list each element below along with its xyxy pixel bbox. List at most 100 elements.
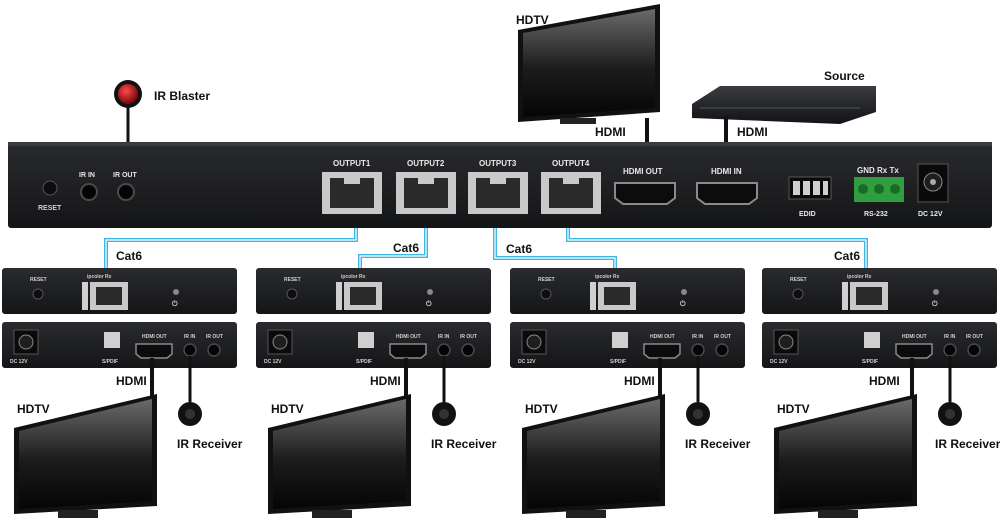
receiver-2-hdmi-label: HDMI [370,374,401,388]
ir-blaster [114,80,142,142]
receiver-4-ir-label: IR Receiver [935,437,1000,451]
receiver-4-hdmi-label: HDMI [869,374,900,388]
receiver-port-label: ipcolor Rx [341,274,366,280]
receiver-3-port-tag: CAT6 IN [591,295,596,310]
receiver-reset-button[interactable] [32,288,44,300]
receiver-1: RESET ipcolor Rx ⏻ DC 12V S/PDIF HDMI OU… [2,268,237,518]
hdmi-out-port[interactable] [614,182,676,205]
receiver-reset-button[interactable] [286,288,298,300]
power-icon: ⏻ [172,300,178,308]
receiver-2-hdtv-label: HDTV [271,402,304,416]
receiver-1-hdmi-label: HDMI [116,374,147,388]
receiver-ir-out-label: IR OUT [206,334,223,340]
cat6-cable-1 [104,228,358,276]
receiver-dc-jack[interactable] [526,334,542,350]
receiver-spdif-label: S/PDIF [862,359,878,365]
reset-button[interactable] [42,180,58,196]
receiver-led [681,289,687,295]
receiver-port-label: ipcolor Rx [847,274,872,280]
power-icon: ⏻ [426,300,432,308]
output4-port[interactable] [541,172,601,214]
receiver-port-label: ipcolor Rx [87,274,112,280]
receiver-4: RESET ipcolor Rx ⏻ DC 12V S/PDIF HDMI OU… [762,268,997,518]
receiver-ir-in-jack[interactable] [183,343,197,357]
receiver-2: RESET ipcolor Rx ⏻ DC 12V S/PDIF HDMI OU… [256,268,491,518]
output1-port[interactable] [322,172,382,214]
receiver-dc-jack[interactable] [18,334,34,350]
output3-port[interactable] [468,172,528,214]
power-icon: ⏻ [932,300,938,308]
receiver-spdif-label: S/PDIF [356,359,372,365]
receiver-4-hdtv-label: HDTV [777,402,810,416]
source-label: Source [824,69,865,83]
main-rs232-label: RS-232 [864,211,888,218]
receiver-ir-in-jack[interactable] [437,343,451,357]
receiver-ir-out-label: IR OUT [966,334,983,340]
hdtv-receiver-2 [268,394,411,518]
receiver-dc-label: DC 12V [264,359,282,365]
receiver-ir-in-label: IR IN [944,334,956,340]
ir-blaster-label: IR Blaster [154,89,210,103]
receiver-ir-out-jack[interactable] [715,343,729,357]
receiver-3-hdtv-label: HDTV [525,402,558,416]
ir-in-jack[interactable] [80,183,98,201]
receiver-hdmi-out-label: HDMI OUT [142,334,167,340]
receiver-ir-out-label: IR OUT [460,334,477,340]
hdtv-receiver-1 [14,394,157,518]
receiver-hdmi-out-label: HDMI OUT [396,334,421,340]
receiver-spdif-port[interactable] [612,332,628,348]
receiver-2-ir-label: IR Receiver [431,437,497,451]
output2-label: OUTPUT2 [407,159,445,168]
receiver-hdmi-out-label: HDMI OUT [650,334,675,340]
receiver-hdmi-out-port[interactable] [895,343,933,359]
receiver-ir-in-jack[interactable] [943,343,957,357]
receiver-4-port-tag: CAT6 IN [843,295,848,310]
receiver-reset-button[interactable] [792,288,804,300]
hdtv-top-label: HDTV [516,13,549,27]
receiver-led [427,289,433,295]
cat6-cable-2 [358,228,428,276]
hdmi-in-port[interactable] [696,182,758,205]
receiver-dc-jack[interactable] [272,334,288,350]
receiver-reset-label: RESET [538,277,555,283]
receiver-3-hdmi-label: HDMI [624,374,655,388]
rs232-terminal[interactable] [854,177,904,202]
receiver-1-port-tag: CAT6 IN [83,295,88,310]
main-hdmi-in-label: HDMI IN [711,167,742,176]
receiver-ir-in-jack[interactable] [691,343,705,357]
receiver-ir-out-jack[interactable] [967,343,981,357]
receiver-spdif-label: S/PDIF [102,359,118,365]
output2-port[interactable] [396,172,456,214]
edid-switch[interactable] [788,176,832,200]
receiver-ir-out-jack[interactable] [207,343,221,357]
receiver-dc-jack[interactable] [778,334,794,350]
receiver-spdif-label: S/PDIF [610,359,626,365]
power-icon: ⏻ [680,300,686,308]
main-dc-label: DC 12V [918,211,943,218]
rs232-pin-labels: GND Rx Tx [857,166,899,175]
receiver-1-hdtv-label: HDTV [17,402,50,416]
hdmi-out-cable-label: HDMI [595,125,626,139]
receiver-dc-label: DC 12V [518,359,536,365]
ir-blaster-led-icon [118,84,138,104]
receiver-hdmi-out-port[interactable] [643,343,681,359]
receiver-port-label: ipcolor Rx [595,274,620,280]
receiver-spdif-port[interactable] [358,332,374,348]
receiver-spdif-port[interactable] [864,332,880,348]
output3-label: OUTPUT3 [479,159,517,168]
receiver-ir-out-jack[interactable] [461,343,475,357]
cat6-label-2: Cat6 [393,241,419,255]
receiver-hdmi-out-port[interactable] [135,343,173,359]
cat6-label-1: Cat6 [116,249,142,263]
receiver-3-ir-label: IR Receiver [685,437,751,451]
cat6-cable-4 [566,228,868,276]
receiver-reset-button[interactable] [540,288,552,300]
ir-out-jack[interactable] [117,183,135,201]
receiver-spdif-port[interactable] [104,332,120,348]
main-unit: RESET IR IN IR OUT OUTPUT1 OUTPUT2 [8,142,992,228]
main-ir-in-label: IR IN [79,172,95,179]
receiver-ir-in-label: IR IN [692,334,704,340]
main-ir-out-label: IR OUT [113,172,137,179]
cat6-label-3: Cat6 [506,242,532,256]
receiver-hdmi-out-port[interactable] [389,343,427,359]
